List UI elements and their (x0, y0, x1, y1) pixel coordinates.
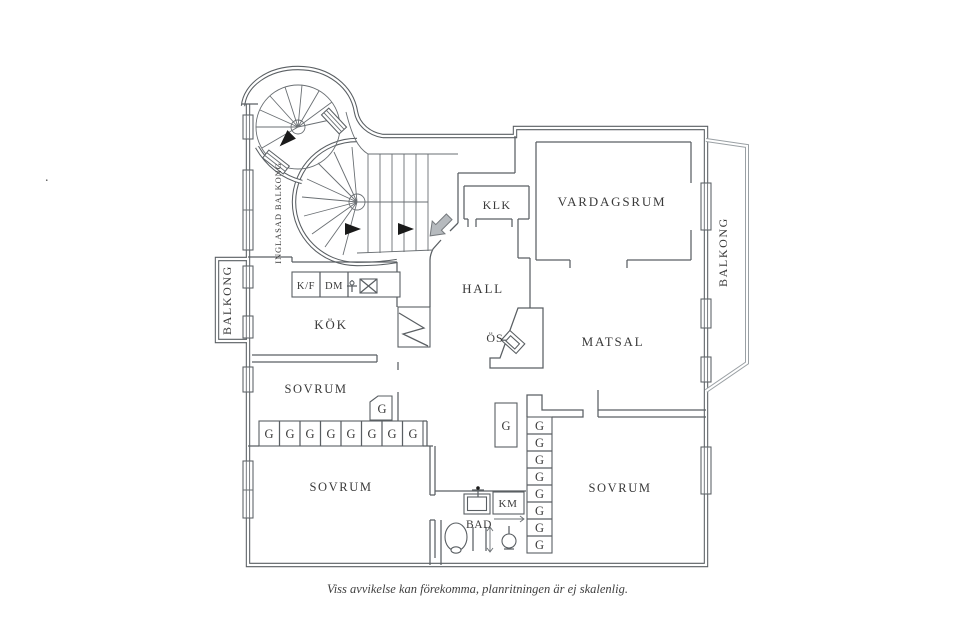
main-stair (301, 111, 458, 256)
washing-machine-box (492, 491, 525, 515)
washbasin-icon (463, 486, 491, 515)
room-label-os: ÖS (486, 331, 503, 345)
room-label-hall: HALL (462, 281, 504, 296)
wardrobe-label: G (367, 427, 376, 441)
room-label-bad: BAD (466, 519, 492, 531)
stray-dot: . (45, 170, 49, 185)
wardrobe-label: G (326, 427, 335, 441)
glazed-balcony-label: INGLASAD BALKONG (273, 162, 283, 264)
wardrobe-label: G (377, 402, 386, 416)
shower-icon (501, 526, 517, 550)
wardrobe-label: G (535, 487, 544, 501)
dishwasher-label: DM (325, 281, 343, 292)
wardrobe-label: G (387, 427, 396, 441)
shower-extent-arrows (486, 515, 525, 553)
room-label-sovrum-2: SOVRUM (309, 480, 372, 494)
wardrobe-label: G (264, 427, 273, 441)
interior-walls (248, 136, 706, 565)
wardrobe-single-corridor: G (494, 402, 518, 448)
window (700, 298, 712, 329)
wardrobe-label: G (535, 504, 544, 518)
window (242, 265, 254, 289)
wardrobe-label: G (535, 453, 544, 467)
wardrobe-label: G (535, 470, 544, 484)
wardrobe-label: G (501, 419, 510, 433)
wardrobe-label: G (305, 427, 314, 441)
window (261, 149, 291, 175)
windows (242, 107, 712, 519)
room-label-sovrum-3: SOVRUM (588, 481, 651, 495)
wardrobe-label: G (535, 436, 544, 450)
disclaimer-caption: Viss avvikelse kan förekomma, planritnin… (327, 582, 628, 596)
washing-machine-label: KM (499, 498, 518, 510)
sink-icon (347, 280, 357, 292)
stair-direction-arrows (345, 223, 414, 235)
window (320, 107, 348, 135)
stove-icon (359, 278, 378, 294)
toilet-icon (444, 522, 468, 554)
wardrobe-label: G (535, 419, 544, 433)
stair-direction-arrow (279, 130, 296, 147)
window (242, 114, 254, 140)
window (242, 460, 254, 519)
room-label-sovrum-1: SOVRUM (284, 382, 347, 396)
shaft (397, 306, 431, 348)
window (242, 169, 254, 251)
wardrobe-column: G G G G G G G G (526, 416, 553, 554)
window (700, 356, 712, 383)
bathroom-fixtures (444, 486, 525, 554)
fireplace (489, 307, 544, 369)
wardrobe-label: G (346, 427, 355, 441)
kitchen-counter (291, 271, 401, 298)
wardrobe-label: G (285, 427, 294, 441)
balcony-left-label: BALKONG (220, 265, 234, 335)
balcony-left-outline (214, 256, 247, 344)
balcony-right-outline (704, 138, 749, 393)
wardrobe-row: G G G G G G G G (258, 420, 424, 447)
room-label-klk: KLK (483, 198, 512, 212)
window (242, 315, 254, 339)
wardrobe-label: G (408, 427, 417, 441)
room-label-matsal: MATSAL (582, 334, 645, 349)
wardrobe-label: G (535, 538, 544, 552)
wardrobe-label: G (535, 521, 544, 535)
window (700, 446, 712, 495)
room-label-kok: KÖK (314, 317, 348, 332)
balcony-right-label: BALKONG (716, 217, 730, 287)
room-label-vardagsrum: VARDAGSRUM (558, 194, 667, 209)
wardrobe-single-hall: G (369, 395, 393, 421)
fridge-freezer-label: K/F (297, 281, 315, 292)
entrance-arrow (429, 213, 453, 237)
window (242, 366, 254, 393)
window (700, 182, 712, 231)
